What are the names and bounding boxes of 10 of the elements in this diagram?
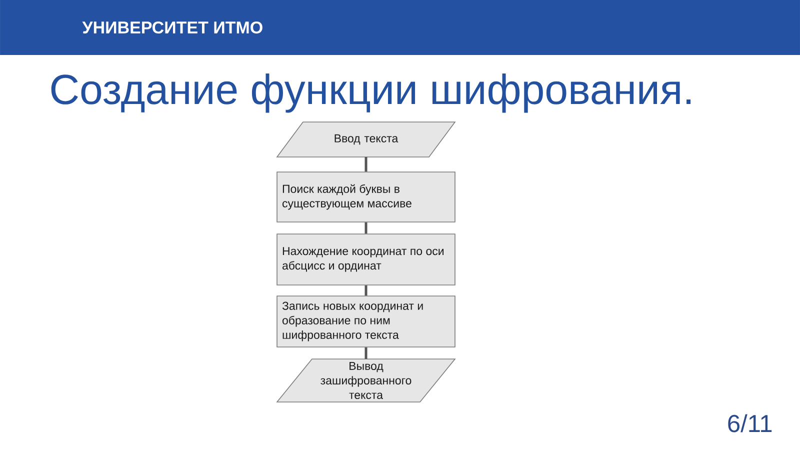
- process-box: Нахождение координат по оси абсцисс и ординат: [276, 234, 456, 286]
- page-number: 6/11: [728, 414, 772, 432]
- connector-line: [364, 157, 368, 172]
- connector-line: [364, 222, 368, 234]
- connector-line: [364, 285, 368, 296]
- process-box: Запись новых координат и образование по ним шифрованного текста: [276, 296, 456, 348]
- slide-title: Создание функции шифрования.: [51, 74, 691, 113]
- header-text: УНИВЕРСИТЕТ ИТМО: [82, 21, 262, 34]
- connector-line: [364, 347, 368, 359]
- process-box: Поиск каждой буквы в существующем массиве: [276, 172, 456, 222]
